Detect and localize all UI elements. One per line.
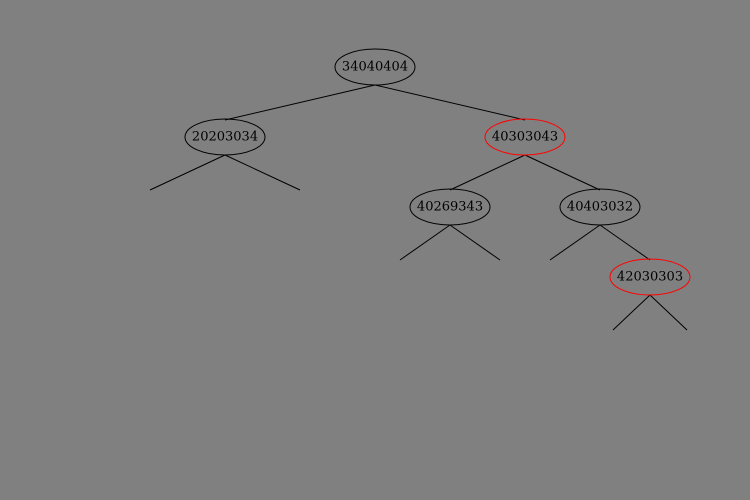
node-label: 40403032 (567, 200, 633, 215)
tree-edges (224, 84, 651, 261)
edge-34040404-20203034 (224, 84, 376, 121)
null-leaf-edge (549, 224, 601, 261)
edge-34040404-40303043 (374, 84, 526, 121)
node-ellipse (559, 188, 641, 226)
tree-node-40303043: 40303043 (484, 118, 566, 156)
null-leaf-edge (399, 224, 451, 261)
tree-node-40403032: 40403032 (559, 188, 641, 226)
tree-node-34040404: 34040404 (334, 48, 416, 86)
node-label: 40269343 (417, 200, 483, 215)
null-leaf-edge (149, 154, 226, 191)
edge-40403032-42030303 (599, 224, 651, 261)
node-ellipse (484, 118, 566, 156)
node-label: 34040404 (342, 60, 408, 75)
node-ellipse (334, 48, 416, 86)
tree-node-20203034: 20203034 (184, 118, 266, 156)
null-leaf-stubs (149, 154, 688, 331)
tree-node-40269343: 40269343 (409, 188, 491, 226)
node-ellipse (409, 188, 491, 226)
null-leaf-edge (449, 224, 501, 261)
null-leaf-edge (612, 294, 651, 331)
tree-node-42030303: 42030303 (609, 258, 691, 296)
edge-40303043-40403032 (524, 154, 601, 191)
node-label: 20203034 (192, 130, 258, 145)
node-ellipse (184, 118, 266, 156)
null-leaf-edge (224, 154, 301, 191)
edge-40303043-40269343 (449, 154, 526, 191)
null-leaf-edge (649, 294, 688, 331)
node-ellipse (609, 258, 691, 296)
node-label: 42030303 (617, 270, 683, 285)
node-label: 40303043 (492, 130, 558, 145)
